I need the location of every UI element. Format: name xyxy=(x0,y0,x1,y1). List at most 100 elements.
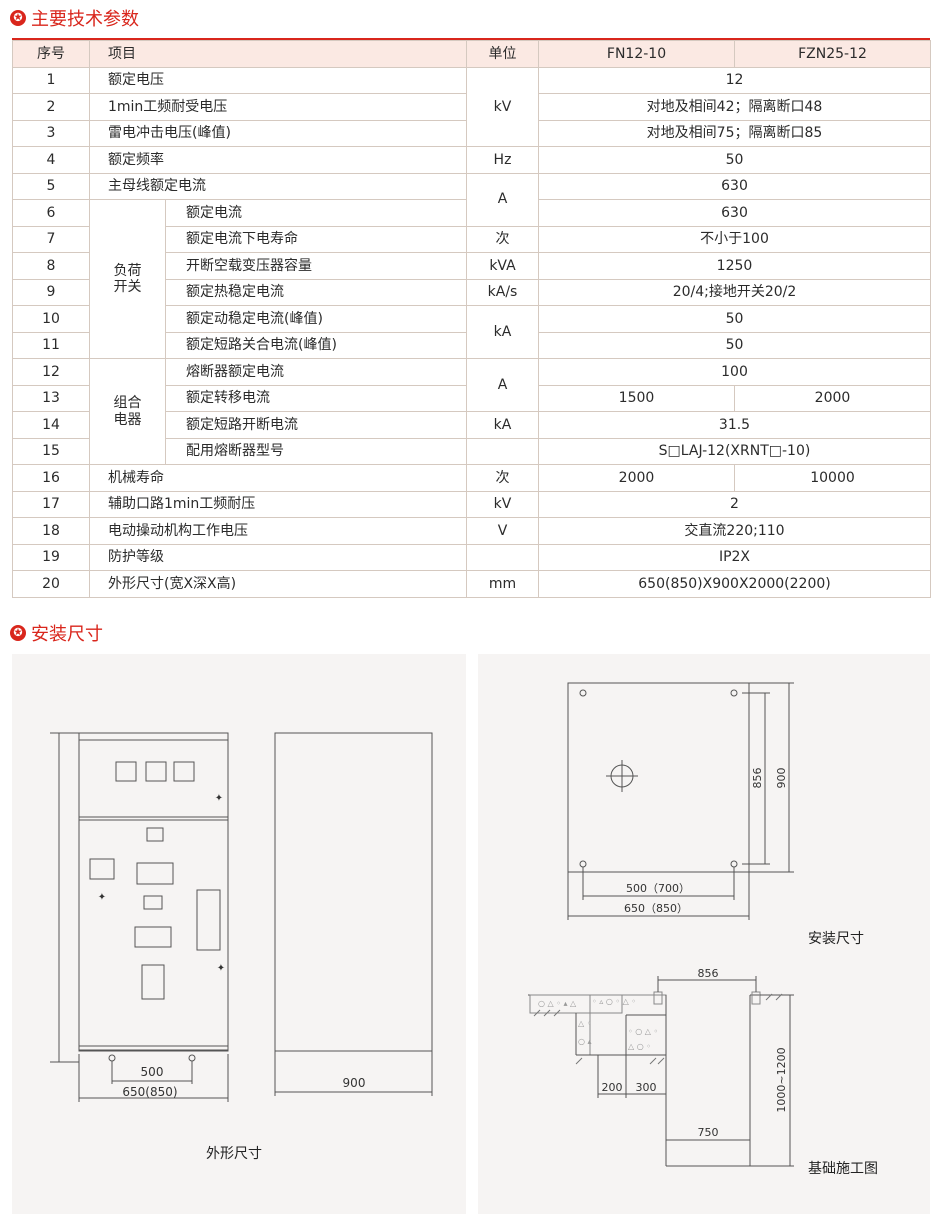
row-item: 电动操动机构工作电压 xyxy=(89,517,467,545)
table-row: 5 主母线额定电流 A 630 xyxy=(12,172,931,227)
row-unit: mm xyxy=(466,570,539,598)
row-no: 12 xyxy=(12,358,90,386)
row-value: 不小于100 xyxy=(538,225,931,253)
outline-drawing: 2200 500 650(850) 900 ✦ ✦ ✦ xyxy=(50,732,433,1102)
row-item: 额定短路关合电流(峰值) xyxy=(165,331,467,359)
star-icon: ✪ xyxy=(10,625,26,641)
row-item: 防护等级 xyxy=(89,543,467,571)
row-no: 17 xyxy=(12,490,90,518)
foundation-caption: 基础施工图 xyxy=(808,1161,878,1177)
row-value: S□LAJ-12(XRNT□-10) xyxy=(538,437,931,465)
row-value: 交直流220;110 xyxy=(538,517,931,545)
row-unit: A xyxy=(466,172,539,227)
svg-text:○ ▴: ○ ▴ xyxy=(578,1037,592,1046)
svg-text:✦: ✦ xyxy=(98,892,106,903)
row-item: 额定转移电流 xyxy=(165,384,467,412)
row-item: 开断空载变压器容量 xyxy=(165,252,467,280)
row-value: 50 xyxy=(538,146,931,174)
table-row: 15 配用熔断器型号 S□LAJ-12(XRNT□-10) xyxy=(12,437,931,465)
row-item: 额定热稳定电流 xyxy=(165,278,467,306)
row-item: 雷电冲击电压(峰值) xyxy=(89,119,467,147)
table-row: 8 开断空载变压器容量 kVA 1250 xyxy=(12,252,931,280)
table-row: 1 额定电压 kV 12 xyxy=(12,66,931,147)
row-unit: A xyxy=(466,358,539,412)
row-value-a: 2000 xyxy=(538,464,735,492)
row-unit: kA xyxy=(466,305,539,359)
row-unit: V xyxy=(466,517,539,545)
row-item: 额定电压 xyxy=(89,66,467,94)
row-unit: Hz xyxy=(466,146,539,174)
row-item: 机械寿命 xyxy=(89,464,467,492)
row-no: 6 xyxy=(12,199,90,227)
dim-200: 200 xyxy=(602,1081,623,1094)
svg-text:◦ ○ △ ◦: ◦ ○ △ ◦ xyxy=(628,1027,658,1036)
row-no: 7 xyxy=(12,225,90,253)
table-row: 3 雷电冲击电压(峰值) 对地及相间75；隔离断口85 xyxy=(12,119,931,147)
row-no: 10 xyxy=(12,305,90,333)
dim-750: 750 xyxy=(698,1126,719,1139)
table-row: 7 额定电流下电寿命 次 不小于100 xyxy=(12,225,931,253)
row-value: 对地及相间75；隔离断口85 xyxy=(538,119,931,147)
table-row: 17 辅助口路1min工频耐压 kV 2 xyxy=(12,490,931,518)
table-row: 12 组合 电器 熔断器额定电流 A 100 xyxy=(12,358,931,465)
row-unit: kVA xyxy=(466,252,539,280)
row-item: 1min工频耐受电压 xyxy=(89,93,467,121)
install-drawing: ○ △ ◦ ▴ △ ◦ ▵ ○ ◦ △ ◦ △ ◦ ○ ▴ ◦ ○ △ ◦ △ … xyxy=(528,682,794,1167)
row-unit: 次 xyxy=(466,464,539,492)
section-header-specs: ✪ 主要技术参数 xyxy=(10,5,139,31)
row-value: 630 xyxy=(538,199,931,227)
table-row: 6 负荷 开关 额定电流 630 xyxy=(12,199,931,359)
table-row: 4 额定频率 Hz 50 xyxy=(12,146,931,174)
install-caption: 安装尺寸 xyxy=(808,931,864,947)
star-icon: ✪ xyxy=(10,10,26,26)
svg-text:○ △ ◦ ▴ △: ○ △ ◦ ▴ △ xyxy=(538,999,577,1008)
row-value: 630 xyxy=(538,172,931,200)
header-col-b: FZN25-12 xyxy=(734,40,931,68)
row-no: 13 xyxy=(12,384,90,412)
table-row: 11 额定短路关合电流(峰值) 50 xyxy=(12,331,931,359)
row-value-b: 2000 xyxy=(734,384,931,412)
row-no: 9 xyxy=(12,278,90,306)
row-unit: kA xyxy=(466,411,539,439)
divider xyxy=(12,38,930,41)
row-no: 19 xyxy=(12,543,90,571)
group-label-combo: 组合 电器 xyxy=(89,358,166,465)
svg-text:✦: ✦ xyxy=(217,963,225,974)
group-label-load-switch: 负荷 开关 xyxy=(89,199,166,359)
dim-900-vertical: 900 xyxy=(775,768,788,789)
row-no: 3 xyxy=(12,119,90,147)
row-item: 额定短路开断电流 xyxy=(165,411,467,439)
section-title: 安装尺寸 xyxy=(31,624,103,645)
dim-depth-1000-1200: 1000~1200 xyxy=(775,1047,788,1112)
row-unit xyxy=(466,543,539,571)
row-item: 熔断器额定电流 xyxy=(165,358,467,386)
dim-300: 300 xyxy=(636,1081,657,1094)
row-unit: 次 xyxy=(466,225,539,253)
row-value: 50 xyxy=(538,331,931,359)
row-value: 对地及相间42；隔离断口48 xyxy=(538,93,931,121)
row-value: 50 xyxy=(538,305,931,333)
row-unit: kV xyxy=(466,490,539,518)
row-value: 2 xyxy=(538,490,931,518)
row-item: 额定频率 xyxy=(89,146,467,174)
row-no: 5 xyxy=(12,172,90,200)
row-item: 主母线额定电流 xyxy=(89,172,467,200)
row-value: 100 xyxy=(538,358,931,386)
row-value-a: 1500 xyxy=(538,384,735,412)
row-no: 8 xyxy=(12,252,90,280)
row-item: 额定动稳定电流(峰值) xyxy=(165,305,467,333)
table-row: 13 额定转移电流 1500 2000 xyxy=(12,384,931,412)
row-item: 配用熔断器型号 xyxy=(165,437,467,465)
table-row: 20 外形尺寸(宽X深X高) mm 650(850)X900X2000(2200… xyxy=(12,570,931,598)
row-value: 650(850)X900X2000(2200) xyxy=(538,570,931,598)
outline-caption: 外形尺寸 xyxy=(206,1146,262,1162)
header-col-a: FN12-10 xyxy=(538,40,735,68)
row-unit: kV xyxy=(466,66,539,147)
table-row: 19 防护等级 IP2X xyxy=(12,543,931,571)
row-no: 2 xyxy=(12,93,90,121)
outline-drawing-panel: 2200 500 650(850) 900 ✦ ✦ ✦ 外形尺寸 xyxy=(12,654,466,1214)
header-item: 项目 xyxy=(89,40,467,68)
row-value: IP2X xyxy=(538,543,931,571)
row-value: 12 xyxy=(538,66,931,94)
row-no: 11 xyxy=(12,331,90,359)
